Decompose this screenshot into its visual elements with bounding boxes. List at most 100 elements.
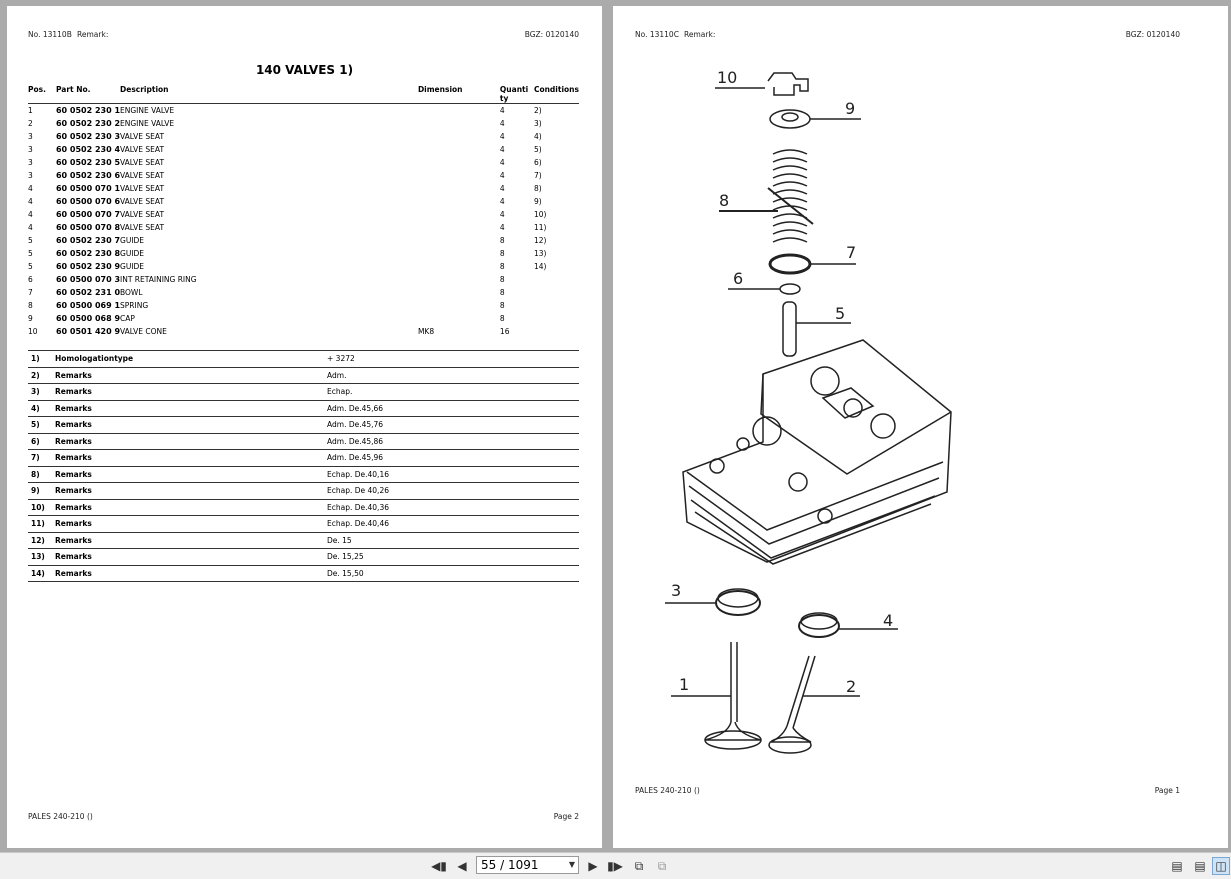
row-pos: 4 [28, 197, 33, 206]
callout-label-10: 10 [717, 68, 737, 87]
remark-label: Remarks [55, 482, 327, 499]
row-condition: 3) [533, 119, 542, 128]
remark-label: Remarks [55, 548, 327, 565]
remark-value: Adm. De.45,96 [327, 449, 579, 466]
row-dimension [418, 234, 500, 247]
remark-value: Echap. De.40,36 [327, 498, 579, 516]
remark-label: Remarks [55, 465, 327, 483]
row-dimension [418, 208, 500, 221]
row-dimension [418, 273, 500, 286]
remark-number: 2) [28, 366, 55, 384]
row-pos: 3 [28, 145, 33, 154]
copy-icon[interactable]: ⧉ [657, 858, 667, 873]
row-pos: 3 [28, 158, 33, 167]
page-number-select[interactable]: 55 / 1091 ▼ [476, 856, 579, 874]
column-header-description: Description [120, 85, 418, 104]
page-header-bgz: BGZ: 0120140 [1125, 30, 1180, 39]
remark-number: 4) [28, 399, 55, 417]
row-pos: 8 [28, 301, 33, 310]
cap-drawing [769, 109, 861, 129]
bowl-drawing [768, 253, 856, 275]
row-quantity: 8 [499, 314, 505, 323]
remark-value: Echap. [327, 383, 579, 400]
row-dimension [418, 195, 500, 208]
row-dimension [418, 143, 500, 156]
row-description: VALVE SEAT [120, 197, 165, 206]
row-description: ENGINE VALVE [120, 119, 175, 128]
remark-value: Echap. De.40,16 [327, 465, 579, 483]
row-pos: 4 [28, 184, 33, 193]
row-pos: 4 [28, 210, 33, 219]
row-part-number: 60 0502 230 6 [55, 171, 121, 180]
row-quantity: 4 [499, 197, 505, 206]
row-quantity: 8 [499, 301, 505, 310]
row-dimension [418, 169, 500, 182]
page-title: 140 VALVES 1) [255, 63, 354, 77]
row-description: SPRING [120, 301, 149, 310]
remark-label: Homologationtype [55, 350, 327, 367]
row-description: VALVE SEAT [120, 145, 165, 154]
last-page-icon[interactable]: ▮▶ [607, 859, 623, 873]
remark-number: 13) [28, 548, 55, 565]
single-page-icon[interactable]: ▤ [1171, 859, 1183, 873]
row-pos: 1 [28, 106, 33, 115]
row-pos: 7 [28, 288, 33, 297]
first-page-icon[interactable]: ◀▮ [431, 859, 447, 873]
remark-value: Echap. De.40,46 [327, 515, 579, 532]
column-header-part-no: Part No. [55, 85, 121, 104]
row-part-number: 60 0500 070 7 [55, 210, 121, 219]
remark-number: 14) [28, 564, 55, 582]
row-dimension [418, 130, 500, 143]
page-header-bgz: BGZ: 0120140 [524, 30, 579, 39]
row-quantity: 4 [499, 223, 505, 232]
page-header-remark: Remark: [684, 30, 716, 39]
engine-valve-2-drawing [768, 655, 860, 754]
row-part-number: 60 0500 070 1 [55, 184, 121, 193]
row-pos: 4 [28, 223, 33, 232]
row-condition: 10) [533, 210, 547, 219]
left-document-page: No. 13110B Remark: BGZ: 0120140 140 VALV… [7, 6, 602, 848]
page-header-remark: Remark: [77, 30, 109, 39]
retaining-ring-drawing [728, 283, 801, 295]
remark-label: Remarks [55, 416, 327, 433]
remark-label: Remarks [55, 383, 327, 400]
row-quantity: 8 [499, 275, 505, 284]
row-description: GUIDE [120, 236, 145, 245]
rotate-icon[interactable]: ⧉ [634, 858, 644, 873]
remark-number: 9) [28, 482, 55, 499]
remark-number: 1) [28, 350, 55, 367]
row-condition [534, 286, 579, 299]
remark-number: 7) [28, 449, 55, 466]
prev-page-icon[interactable]: ◀ [457, 859, 467, 873]
row-pos: 3 [28, 171, 33, 180]
two-page-icon[interactable]: ◫ [1212, 857, 1230, 875]
row-dimension [418, 286, 500, 299]
callout-label-9: 9 [845, 99, 855, 118]
next-page-icon[interactable]: ▶ [588, 859, 598, 873]
row-part-number: 60 0500 070 8 [55, 223, 121, 232]
row-dimension [418, 312, 500, 325]
remark-label: Remarks [55, 432, 327, 450]
row-description: VALVE SEAT [120, 184, 165, 193]
row-dimension [418, 247, 500, 260]
callout-label-8: 8 [719, 191, 729, 210]
row-description: GUIDE [120, 249, 145, 258]
remark-value: Echap. De 40,26 [327, 482, 579, 499]
page-footer-page-number: Page 1 [1154, 786, 1180, 795]
continuous-page-icon[interactable]: ▤ [1194, 859, 1206, 873]
guide-drawing [782, 301, 851, 357]
row-part-number: 60 0501 420 9 [55, 327, 121, 336]
